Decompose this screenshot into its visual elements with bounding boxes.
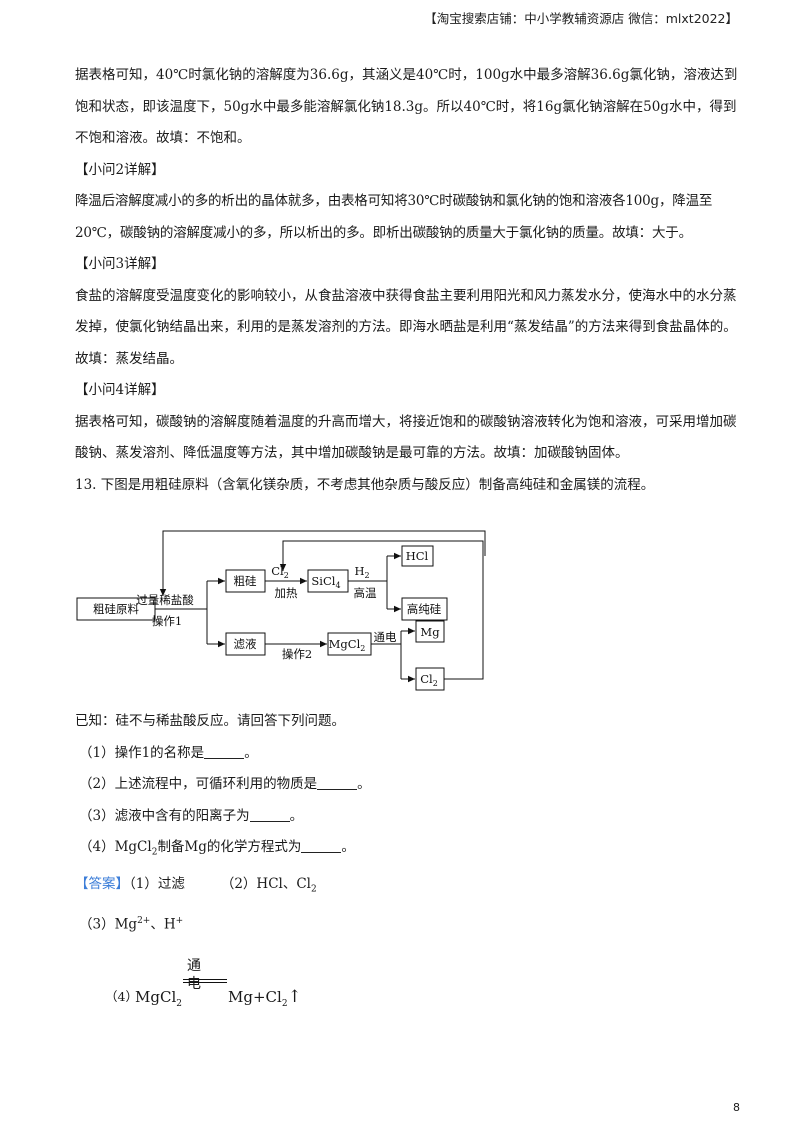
- question-3: （3）滤液中含有的阳离子为。: [79, 807, 304, 824]
- box-cl2-out: [415, 667, 445, 691]
- label-cl2-out: Cl2: [420, 672, 438, 688]
- answer-equation-block: （4） 通电 MgCl2 Mg+Cl2↑: [75, 949, 743, 1023]
- section-heading-q2: 【小问2详解】: [75, 161, 165, 178]
- label-hcl: HCl: [406, 549, 429, 563]
- label-pure-si: 高纯硅: [407, 602, 442, 616]
- label-excess-acid: 过量稀盐酸: [136, 593, 194, 607]
- answer-blank-2[interactable]: [317, 775, 358, 790]
- label-h2-reagent: H2: [354, 564, 369, 580]
- question-1: （1）操作1的名称是。: [79, 744, 258, 761]
- answer-line-1: 【答案】（1）过滤（2）HCl、Cl2: [75, 876, 317, 895]
- page-header: 【淘宝搜索店铺：中小学教辅资源店 微信：mlxt2022】: [424, 11, 738, 26]
- label-high-temp: 高温: [354, 586, 377, 600]
- hcl-recycle-arrow: [159, 530, 486, 596]
- box-sicl4: [307, 569, 349, 593]
- process-flow-diagram: 粗硅原料 过量稀盐酸 操作1 粗硅 滤液 Cl2 加热 SiCl4 H2 高温 …: [75, 501, 743, 706]
- answer-blank-3[interactable]: [249, 807, 290, 822]
- equation-condition: 通电: [187, 958, 201, 993]
- label-sicl4: SiCl4: [311, 574, 340, 590]
- section-heading-q4: 【小问4详解】: [75, 382, 165, 398]
- label-crude-si: 粗硅: [234, 574, 257, 588]
- box-filtrate: [225, 632, 266, 656]
- paragraph-q3-analysis: 食盐的溶解度受温度变化的影响较小，从食盐溶液中获得食盐主要利用阳光和风力蒸发水分…: [75, 287, 737, 367]
- equation-equals-sign: [183, 979, 227, 989]
- paragraph-q4-analysis: 据表格可知，碳酸钠的溶解度随着温度的升高而增大，将接近饱和的碳酸钠溶液转化为饱和…: [75, 413, 737, 462]
- section-heading-q3: 【小问3详解】: [75, 256, 165, 272]
- answer-line-3: （3）Mg2+、H+: [79, 916, 184, 933]
- question-13-stem: 13. 下图是用粗硅原料（含氧化镁杂质，不考虑其他杂质与酸反应）制备高纯硅和金属…: [75, 476, 655, 493]
- box-mgcl2: [327, 632, 372, 656]
- page-number: 8: [733, 1101, 740, 1114]
- answer-4-number: （4）: [105, 989, 138, 1005]
- flow-diagram-svg: 粗硅原料 过量稀盐酸 操作1 粗硅 滤液 Cl2 加热 SiCl4 H2 高温 …: [76, 530, 486, 691]
- equation-reactant: MgCl2: [135, 988, 182, 1010]
- box-hcl: [401, 545, 434, 567]
- equation-products: Mg+Cl2↑: [228, 987, 302, 1010]
- box-pure-si: [401, 597, 448, 621]
- known-condition: 已知：硅不与稀盐酸反应。请回答下列问题。: [75, 713, 345, 729]
- box-raw-material: [76, 597, 156, 621]
- label-operation-2: 操作2: [282, 647, 312, 661]
- box-mg: [415, 620, 445, 643]
- label-cl2-reagent: Cl2: [271, 564, 289, 580]
- label-mgcl2: MgCl2: [329, 637, 366, 653]
- label-operation-1: 操作1: [152, 614, 182, 628]
- question-2: （2）上述流程中，可循环利用的物质是。: [79, 775, 371, 792]
- cl2-recycle-arrow: [279, 540, 484, 680]
- label-heat: 加热: [275, 586, 298, 600]
- document-body: 据表格可知，40℃时氯化钠的溶解度为36.6g，其涵义是40℃时，100g水中最…: [75, 60, 743, 1023]
- answer-label: 【答案】: [75, 876, 129, 893]
- answer-blank-4[interactable]: [301, 838, 342, 853]
- paragraph-q1-analysis: 据表格可知，40℃时氯化钠的溶解度为36.6g，其涵义是40℃时，100g水中最…: [75, 67, 738, 146]
- box-crude-si: [225, 569, 266, 593]
- question-4: （4）MgCl2制备Mg的化学方程式为。: [79, 838, 355, 858]
- paragraph-q2-analysis: 降温后溶解度减小的多的析出的晶体就多，由表格可知将30℃时碳酸钠和氯化钠的饱和溶…: [75, 193, 713, 241]
- label-filtrate: 滤液: [234, 637, 257, 651]
- label-mg: Mg: [420, 625, 440, 639]
- answer-blank-1[interactable]: [204, 744, 245, 759]
- label-electrolysis: 通电: [374, 630, 397, 644]
- label-raw-material: 粗硅原料: [93, 602, 139, 616]
